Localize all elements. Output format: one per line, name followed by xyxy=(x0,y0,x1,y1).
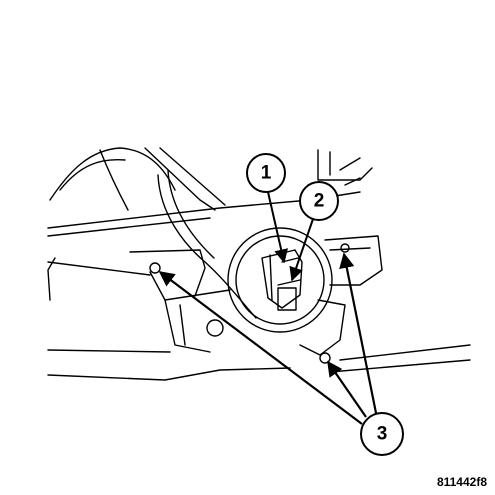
callout-2: 2 xyxy=(289,181,339,282)
callout-2-leader xyxy=(289,218,314,282)
callout-2-label: 2 xyxy=(314,191,325,212)
callout-1-leader xyxy=(267,191,289,264)
callout-1: 1 xyxy=(246,153,289,264)
callout-1-circle xyxy=(246,153,286,193)
callout-1-label: 1 xyxy=(261,163,272,184)
callout-3-leader-a xyxy=(158,271,363,425)
callout-3-label: 3 xyxy=(377,424,388,445)
callout-3-leader-c xyxy=(339,252,378,414)
callout-2-circle xyxy=(299,181,339,221)
callout-3: 3 xyxy=(158,252,404,456)
callout-3-leader-b xyxy=(327,360,367,418)
callout-3-circle xyxy=(360,412,404,456)
figure-id: 811442f8 xyxy=(436,475,487,489)
vehicle-structure-linework xyxy=(47,147,471,381)
